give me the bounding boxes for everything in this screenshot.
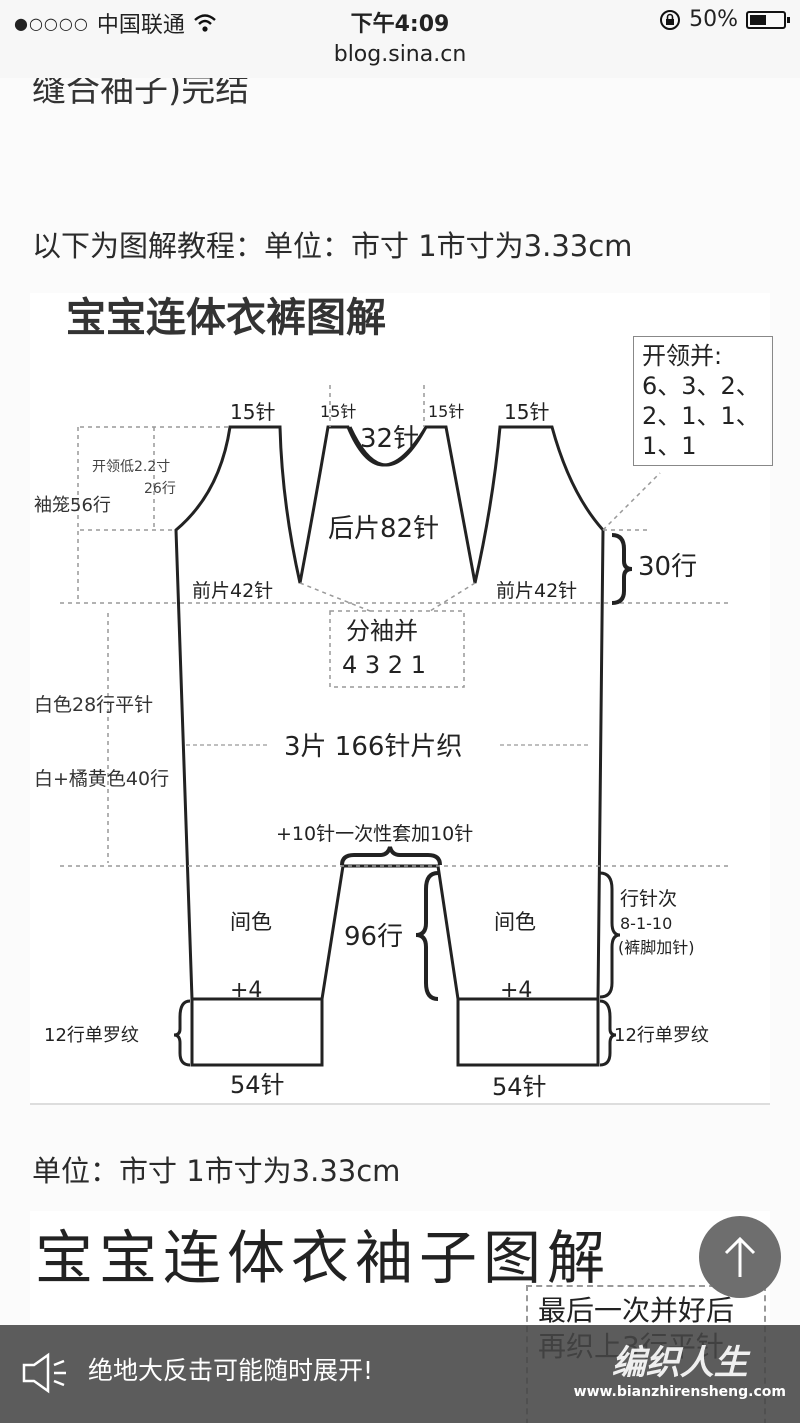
unit-paragraph: 单位：市寸 1市寸为3.33cm <box>32 1154 401 1188</box>
brace-96-rows <box>415 871 439 1001</box>
right-cuff <box>456 997 600 1067</box>
neck-note-line-2: 6、3、2、 <box>642 372 760 400</box>
label-white-orange: 白+橘黄色40行 <box>34 768 169 790</box>
label-shoulder-left: 15针 <box>230 400 275 424</box>
label-inc-line-3: (裤脚加针) <box>618 938 695 957</box>
brace-right-rib <box>599 999 617 1067</box>
site-watermark: 编织人生 www.bianzhirensheng.com <box>574 1335 786 1400</box>
label-inc-line-2: 8-1-10 <box>620 914 672 933</box>
carrier-name: 中国联通 <box>96 13 185 38</box>
split-dec-box <box>329 610 465 688</box>
left-cuff <box>190 997 324 1067</box>
url-text[interactable]: blog.sina.cn <box>333 42 467 67</box>
arrow-up-icon <box>724 1236 756 1277</box>
battery-percent: 50% <box>689 7 738 32</box>
label-plus-left: +4 <box>230 978 262 1003</box>
article-content: 缝合袖子)完结 以下为图解教程：单位：市寸 1市寸为3.33cm 宝宝连体衣裤图… <box>0 78 800 1423</box>
label-three-pieces: 3片 166针片织 <box>284 732 462 762</box>
battery-icon <box>746 10 790 29</box>
status-bar: ●○○○○ 中国联通 下午4:09 50% <box>0 0 800 40</box>
sleeve-diagram-title: 宝宝连体衣袖子图解 <box>35 1224 612 1292</box>
diagram-title: 宝宝连体衣裤图解 <box>66 295 386 341</box>
label-96-rows: 96行 <box>344 922 403 952</box>
label-rib-right: 12行单罗纹 <box>614 1025 709 1046</box>
neck-note-line-3: 2、1、1、 <box>642 402 760 430</box>
label-neck-right: 15针 <box>428 402 464 421</box>
wifi-icon <box>194 14 216 32</box>
brace-top-cast-on <box>340 846 442 866</box>
label-cuff-right: 54针 <box>492 1073 547 1101</box>
label-split-dec-title: 分袖并 <box>346 617 418 645</box>
label-neck-drop-rows: 26行 <box>144 481 176 497</box>
label-neck-left: 15针 <box>320 402 356 421</box>
brace-right-increase <box>599 871 621 999</box>
label-inc-line-1: 行针次 <box>620 888 677 910</box>
neck-decrease-note: 开领并: 6、3、2、 2、1、1、 1、1 <box>633 336 773 466</box>
label-color-right: 间色 <box>494 910 536 934</box>
browser-address-bar[interactable]: blog.sina.cn <box>0 40 800 79</box>
label-front-left: 前片42针 <box>192 580 273 602</box>
watermark-logo: 编织人生 <box>611 1343 748 1383</box>
label-back: 后片82针 <box>328 514 439 544</box>
neck-note-line-4: 1、1 <box>642 432 697 460</box>
neck-note-line-1: 开领并: <box>642 342 723 370</box>
status-right: 50% <box>659 7 790 32</box>
neck-curve <box>348 426 428 467</box>
label-cuff-left: 54针 <box>230 1071 285 1099</box>
brace-30-rows <box>611 533 633 605</box>
status-time: 下午4:09 <box>350 12 450 37</box>
brace-left-rib <box>173 999 191 1067</box>
carrier-group: ●○○○○ 中国联通 <box>14 7 217 39</box>
label-30-rows: 30行 <box>638 552 697 582</box>
romper-diagram: 宝宝连体衣裤图解 <box>30 293 773 1105</box>
label-armhole-rows: 袖笼56行 <box>34 495 111 516</box>
label-color-left: 间色 <box>230 910 272 934</box>
romper-diagram-svg: 宝宝连体衣裤图解 <box>34 295 730 1101</box>
guide-lines <box>60 385 730 867</box>
label-front-right: 前片42针 <box>496 580 577 602</box>
battery-fill <box>750 14 766 25</box>
ad-banner[interactable]: 绝地大反击可能随时展开! 编织人生 www.bianzhirensheng.co… <box>0 1325 800 1423</box>
label-neck-center: 32针 <box>360 424 419 454</box>
label-split-dec-values: 4 3 2 1 <box>342 651 426 679</box>
label-white-rows: 白色28行平针 <box>34 694 153 716</box>
label-neck-drop: 开领低2.2寸 <box>92 459 170 475</box>
label-shoulder-right: 15针 <box>504 400 549 424</box>
signal-strength-icon: ●○○○○ <box>14 13 89 33</box>
speaker-icon <box>22 1352 66 1394</box>
scroll-to-top-button[interactable] <box>699 1216 781 1298</box>
rotation-lock-icon <box>660 9 681 30</box>
label-rib-left: 12行单罗纹 <box>44 1025 139 1046</box>
banner-text[interactable]: 绝地大反击可能随时展开! <box>88 1356 374 1385</box>
garment-outline <box>174 425 605 1001</box>
intro-paragraph: 以下为图解教程：单位：市寸 1市寸为3.33cm <box>32 229 633 263</box>
label-plus-right: +4 <box>500 978 532 1003</box>
watermark-url: www.bianzhirensheng.com <box>573 1384 786 1400</box>
label-cast-on: +10针一次性套加10针 <box>276 823 473 845</box>
cut-off-text: 缝合袖子)完结 <box>32 78 250 110</box>
